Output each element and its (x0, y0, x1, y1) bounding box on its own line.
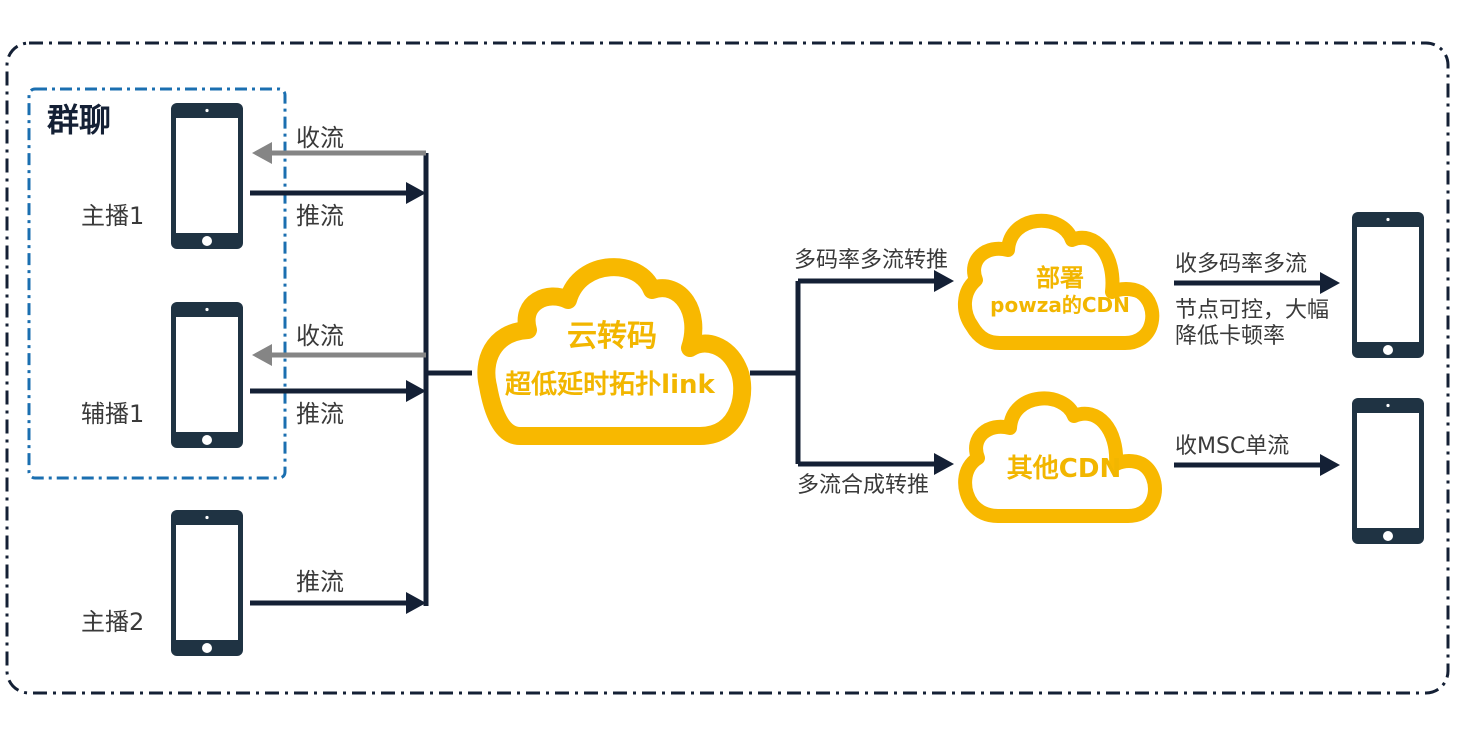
group-chat-label: 群聊 (47, 101, 112, 139)
output-top-note-2: 降低卡顿率 (1175, 324, 1286, 349)
branch-arrow-top (798, 270, 954, 292)
phone-co-anchor1-icon (171, 302, 243, 448)
anchor1-label: 主播1 (81, 202, 145, 230)
group-chat-frame (27, 87, 287, 480)
co-anchor1-label: 辅播1 (81, 400, 145, 428)
phone-anchor1-icon (171, 103, 243, 249)
phone-output-top-icon (1352, 212, 1424, 358)
branch-bottom-label: 多流合成转推 (797, 473, 930, 498)
pull-arrow-2 (252, 344, 426, 366)
pull-label-2: 收流 (296, 322, 344, 350)
push-arrow-2 (250, 380, 426, 402)
powza-cdn-line1: 部署 (1036, 264, 1084, 292)
output-arrow-top (1174, 272, 1340, 294)
output-bottom-title: 收MSC单流 (1175, 434, 1290, 459)
other-cdn-cloud-icon (958, 391, 1162, 523)
transcode-cloud-icon (477, 258, 752, 445)
push-label-3: 推流 (296, 568, 344, 596)
push-arrow-1 (250, 182, 426, 204)
anchor2-label: 主播2 (81, 608, 145, 636)
output-top-note-1: 节点可控，大幅 (1175, 298, 1330, 323)
phone-anchor2-icon (171, 510, 243, 656)
push-label-2: 推流 (296, 400, 344, 428)
other-cdn-label: 其他CDN (1006, 454, 1122, 484)
output-top-title: 收多码率多流 (1175, 252, 1308, 277)
cloud-transcode-title: 云转码 (567, 319, 657, 354)
pull-label-1: 收流 (296, 124, 344, 152)
branch-arrow-bottom (798, 453, 954, 475)
branch-top-label: 多码率多流转推 (794, 248, 949, 273)
cloud-transcode-subtitle: 超低延时拓扑link (505, 370, 715, 400)
pull-arrow-1 (252, 142, 426, 164)
powza-cdn-cloud-icon (958, 213, 1160, 350)
push-label-1: 推流 (296, 202, 344, 230)
output-arrow-bottom (1174, 454, 1340, 476)
outer-frame (5, 41, 1450, 695)
push-arrow-3 (250, 592, 426, 614)
powza-cdn-line2: powza的CDN (990, 293, 1130, 317)
phone-output-bottom-icon (1352, 398, 1424, 544)
